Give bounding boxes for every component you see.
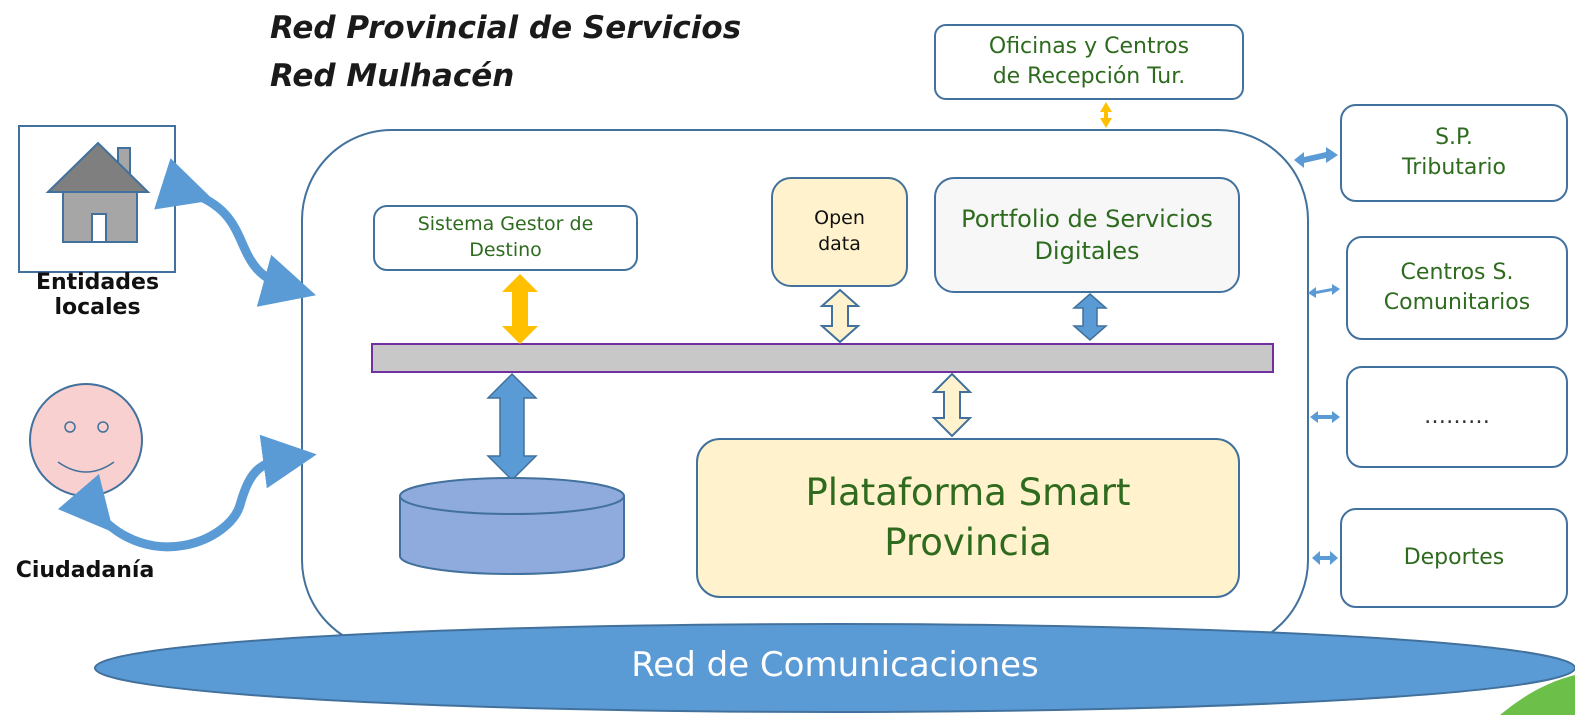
green-decoration	[1500, 675, 1575, 715]
opendata-box: Open data	[771, 177, 908, 287]
ciudadania-connection-arrow	[57, 434, 317, 552]
portfolio-box: Portfolio de Servicios Digitales	[934, 177, 1240, 293]
entidades-connection-arrow	[154, 158, 317, 307]
more-box: ………	[1346, 366, 1568, 468]
network-label: Red de Comunicaciones	[631, 645, 1039, 685]
oficinas-box: Oficinas y Centros de Recepción Tur.	[934, 24, 1244, 100]
integration-bus	[371, 343, 1274, 373]
entidades-label: Entidades locales	[35, 270, 160, 320]
page-title-line2: Red Mulhacén	[270, 58, 515, 94]
oficinas-line1: Oficinas y Centros	[988, 34, 1190, 60]
tributario-box: S.P. Tributario	[1340, 104, 1568, 202]
more-link-arrow	[1310, 411, 1340, 423]
ciudadania-label: Ciudadanía	[15, 558, 155, 583]
deportes-box: Deportes	[1340, 508, 1568, 608]
platform-bus-arrow	[931, 372, 973, 438]
network-ellipse	[94, 623, 1575, 713]
gestor-box: Sistema Gestor de Destino	[373, 205, 638, 271]
oficinas-arrow	[1100, 102, 1112, 128]
gestor-bus-arrow	[502, 274, 538, 344]
opendata-bus-arrow	[819, 288, 861, 344]
comunitarios-box: Centros S. Comunitarios	[1346, 236, 1568, 340]
tributario-link-arrow	[1294, 147, 1338, 168]
comunitarios-link-arrow	[1308, 284, 1340, 298]
plataforma-box: Plataforma Smart Provincia	[696, 438, 1240, 598]
portfolio-bus-arrow	[1072, 293, 1108, 341]
citizen-smiley-icon	[29, 383, 143, 497]
house-icon	[18, 125, 176, 273]
page-title-line1: Red Provincial de Servicios	[270, 10, 742, 46]
deportes-link-arrow	[1312, 551, 1338, 565]
oficinas-line2: de Recepción Tur.	[992, 64, 1186, 89]
database-cylinder-icon	[399, 477, 625, 575]
